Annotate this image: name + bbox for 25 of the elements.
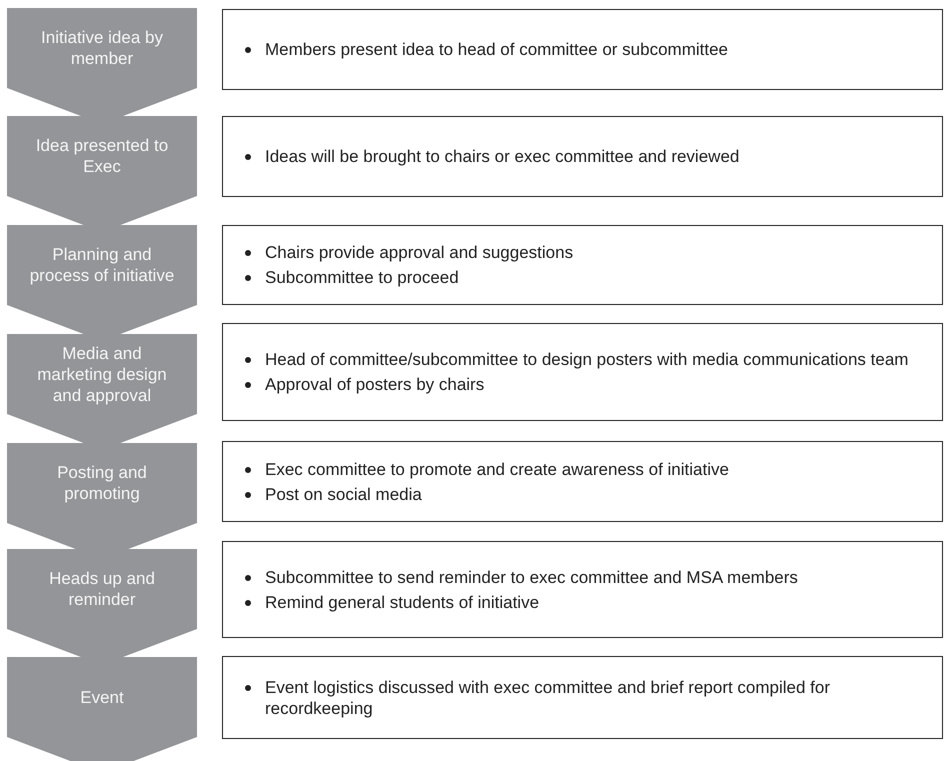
step-label: Idea presented to Exec [34,135,170,177]
bullet-item: Exec committee to promote and create awareness of initiative [265,458,729,480]
step-label: Heads up and reminder [48,568,156,610]
bullet-item: Approval of posters by chairs [265,374,484,395]
description-box [222,323,943,421]
step-label: Planning and process of initiative [28,244,176,286]
bullet-item: Remind general students of initiative [265,592,540,612]
bullet-item: Chairs provide approval and suggestions [265,242,574,263]
bullet-item: Members present idea to head of committee or subcommittee [265,39,728,60]
description-box [222,441,943,522]
step-label: Posting and promoting [56,462,148,504]
bullet-item: Ideas will be brought to chairs or exec committee and reviewed [265,146,740,167]
bullet-item: Subcommittee to proceed [265,267,459,288]
bullet-item: Subcommittee to send reminder to exec committee and MSA members [265,566,798,588]
description-box [222,116,943,197]
bullet-item: Post on social media [265,484,422,504]
step-label: Media and marketing design and approval [36,342,168,406]
step-label: Initiative idea by member [40,27,164,69]
description-box [222,225,943,305]
step-label: Event [80,686,124,708]
description-box [222,9,943,90]
bullet-item: Event logistics discussed with exec committee and brief report compiled for recordkeeping [265,676,832,718]
description-box [222,656,943,739]
description-box [222,541,943,638]
bullet-item: Head of committee/subcommittee to design posters with media communications team [265,349,908,370]
